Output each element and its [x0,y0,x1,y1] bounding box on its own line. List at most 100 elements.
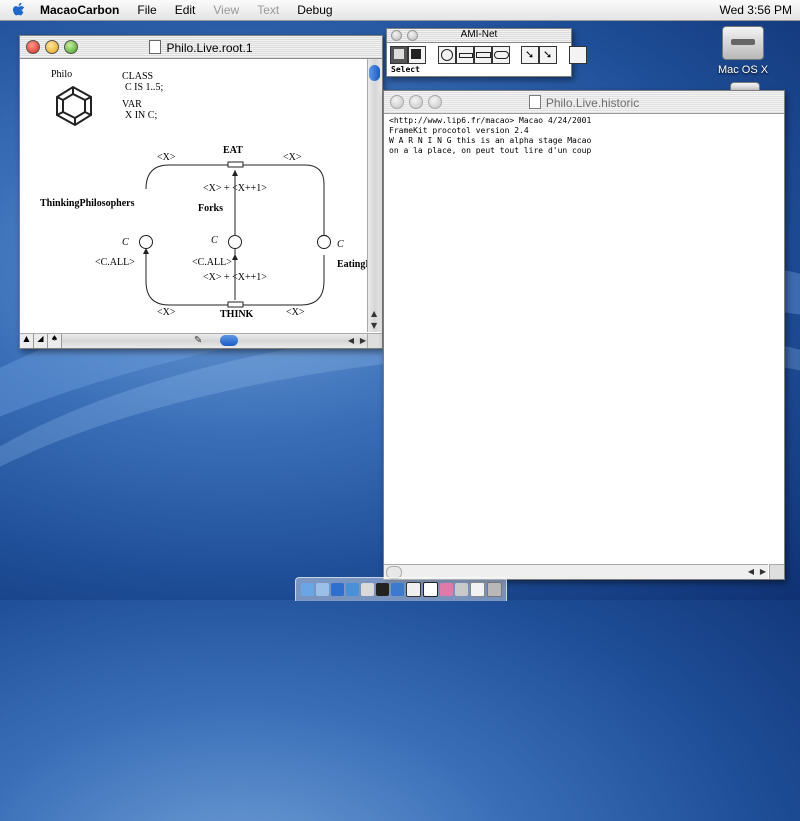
sherlock-icon[interactable] [345,583,359,596]
blank-tool-icon[interactable] [568,46,587,64]
zoom-button[interactable] [64,40,78,54]
historic-minimize-button[interactable] [409,95,423,109]
philo-logo-label: Philo [51,69,73,80]
menu-edit[interactable]: Edit [174,3,196,17]
terminal-icon[interactable] [375,583,389,596]
philo-titlebar[interactable]: Philo.Live.root.1 [20,36,382,59]
mail-icon[interactable] [315,583,329,596]
text-icon[interactable] [439,583,453,596]
philo-vertical-scrollbar[interactable]: ▲ ▼ [367,59,382,332]
app-icon[interactable] [454,583,468,596]
historic-close-button[interactable] [390,95,404,109]
philo-window: Philo.Live.root.1 Philo CLASS C IS 1..5;… [19,35,383,349]
desktop-disk-icon[interactable]: Mac OS X [715,26,771,76]
ie-icon[interactable] [330,583,344,596]
philo-horizontal-scroll-thumb[interactable] [220,335,238,346]
menu-text[interactable]: Text [257,3,280,17]
ami-window-title: AMI-Net [460,29,498,40]
hard-disk-icon [722,26,764,60]
triangle-tool-icon[interactable]: ▲ [20,334,34,348]
var-definition: X IN C; [125,110,158,121]
ami-toolbar: ➘➘ [390,46,587,64]
historic-log[interactable]: <http://www.lip6.fr/macao> Macao 4/24/20… [389,116,591,156]
scroll-up-arrow-icon[interactable]: ▲ [371,309,378,318]
ami-close-button[interactable] [391,30,402,41]
place-eating [317,235,331,249]
transition-tool-icon[interactable] [408,46,426,64]
corner-tool-icon[interactable]: ◢ [34,334,48,348]
transition-eat-label: EAT [223,145,243,156]
eating-domain: C [337,239,344,250]
place-tool-icon[interactable] [390,46,408,64]
historic-horizontal-scrollbar[interactable]: ◀ ▶ [384,564,768,579]
class-keyword: CLASS [122,71,154,82]
minimize-button[interactable] [45,40,59,54]
thinking-initial-marking: <C.ALL> [95,257,135,268]
philo-vertical-scroll-thumb[interactable] [369,65,380,81]
menu-file[interactable]: File [137,3,157,17]
philo-horizontal-scrollbar[interactable]: ✎ ◀ ▶ [62,333,368,348]
transition-think-label: THINK [220,309,254,320]
arc-thinking-eat [145,164,228,190]
pen-tool-icon[interactable]: ♠ [48,334,62,348]
system-prefs-icon[interactable] [360,583,374,596]
circle-tool-icon[interactable] [437,46,456,64]
menu-app-name[interactable]: MacaoCarbon [40,3,120,17]
close-button[interactable] [26,40,40,54]
menu-debug[interactable]: Debug [297,3,333,17]
log-line: <http://www.lip6.fr/macao> Macao 4/24/20… [389,116,592,125]
scroll-down-arrow-icon[interactable]: ▼ [371,321,378,330]
disk-label: Mac OS X [717,64,769,76]
log-line: W A R N I N G this is an alpha stage Mac… [389,136,592,145]
philo-tool-strip: ▲ ◢ ♠ [20,333,62,348]
class-definition: C IS 1..5; [125,82,164,93]
transition-think [227,301,244,308]
historic-resize-grip[interactable] [769,564,784,579]
arc-label-think-thinking: <X> [157,307,176,318]
historic-scroll-thumb[interactable] [386,566,402,579]
ami-titlebar[interactable]: AMI-Net [387,29,571,43]
menu-clock[interactable]: Wed 3:56 PM [719,3,792,17]
historic-document-icon [528,95,541,109]
menu-view[interactable]: View [213,3,240,17]
scroll-right-arrow-icon[interactable]: ▶ [359,336,366,345]
petri-net-arcs [139,161,331,308]
arrow-tool-icon[interactable]: ➘ [521,46,539,64]
philo-window-title: Philo.Live.root.1 [166,41,253,55]
historic-window: Philo.Live.historic <http://www.lip6.fr/… [383,90,785,580]
quicktime-icon[interactable] [390,583,404,596]
thinking-domain: C [122,237,129,248]
select-arrow-tool-icon[interactable]: ➘ [539,46,557,64]
historic-titlebar[interactable]: Philo.Live.historic [384,91,784,114]
var-keyword: VAR [122,99,142,110]
transition-eat [227,161,244,168]
log-line: on a la place, on peut tout lire d'un co… [389,146,592,155]
log-line: FrameKit procotol version 2.4 [389,126,529,135]
apple-menu-icon[interactable] [12,2,26,18]
arc-label-think-forks: <X> + <X++1> [203,272,267,283]
edit-pencil-icon[interactable]: ✎ [194,335,203,346]
resize-grip[interactable] [367,333,382,348]
document-icon [149,40,162,54]
historic-zoom-button[interactable] [428,95,442,109]
forks-domain: C [211,235,218,246]
scroll-left-arrow-icon[interactable]: ◀ [347,336,354,345]
bar-tool-icon[interactable] [455,46,474,64]
itunes-icon[interactable] [405,582,421,597]
arc-think-thinking [145,248,228,306]
macao-icon[interactable] [422,582,438,597]
place-thinking-label: ThinkingPhilosophers [40,198,135,209]
doc-icon[interactable] [469,582,485,597]
trash-icon[interactable] [486,582,502,597]
place-forks-label: Forks [198,203,223,214]
historic-scroll-left-icon[interactable]: ◀ [747,567,754,576]
wide-bar-tool-icon[interactable] [473,46,492,64]
finder-icon[interactable] [300,583,314,596]
arc-label-thinking-eat: <X> [157,152,176,163]
petri-net-canvas[interactable]: Philo CLASS C IS 1..5; VAR X IN C; [21,59,371,356]
rounded-tool-icon[interactable] [491,46,510,64]
ami-minimize-button[interactable] [407,30,418,41]
dock [295,577,507,601]
historic-scroll-right-icon[interactable]: ▶ [759,567,766,576]
place-forks [228,235,242,249]
